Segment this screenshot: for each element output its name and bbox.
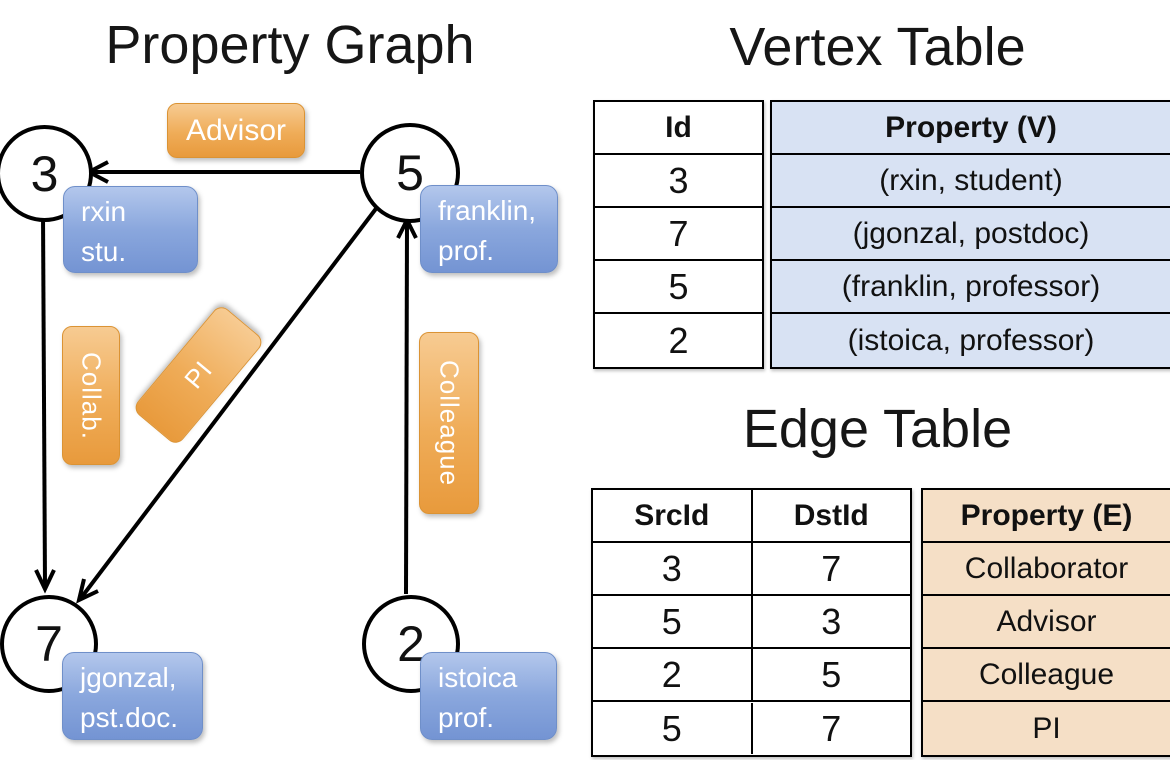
edge-colleague-line	[404, 222, 409, 595]
vertex-label-line2: prof.	[438, 234, 495, 266]
table-row: (rxin, student)	[772, 155, 1170, 208]
property-graph-title: Property Graph	[105, 15, 475, 75]
node-id-label: 5	[396, 145, 424, 201]
vertex-label-franklin: franklin, prof.	[420, 185, 558, 273]
vertex-label-line1: franklin,	[438, 195, 537, 226]
edge-table-header-srcid: SrcId	[593, 490, 753, 541]
edge-dst-cell: 3	[821, 601, 842, 642]
vertex-label-line1: istoica	[438, 662, 518, 693]
vertex-table-id-column: Id 3 7 5 2	[593, 100, 764, 369]
node-id-label: 3	[30, 145, 59, 202]
edge-pi-line	[79, 204, 380, 600]
vertex-label-line1: rxin	[81, 196, 127, 227]
edge-src-cell: 3	[593, 543, 753, 594]
table-row: 2 5	[593, 649, 910, 702]
graph-node-5: 5	[360, 123, 460, 223]
table-row: 7	[595, 208, 762, 261]
vertex-label-jgonzal: jgonzal, pst.doc.	[62, 652, 203, 740]
table-row: Collaborator	[923, 543, 1170, 596]
edge-property-cell: Collaborator	[964, 552, 1129, 585]
table-row: 3 7	[593, 543, 910, 596]
vertex-property-cell: (rxin, student)	[879, 164, 1063, 197]
edge-table-title: Edge Table	[742, 399, 1013, 459]
vertex-id-cell: 5	[668, 266, 689, 307]
table-row: 2	[595, 314, 762, 367]
vertex-label-line2: stu.	[81, 235, 127, 267]
edge-pi-arrowhead	[76, 578, 99, 604]
edge-property-cell: Colleague	[978, 658, 1115, 691]
table-row: 3	[595, 155, 762, 208]
vertex-property-cell: (istoica, professor)	[847, 324, 1095, 357]
table-row: PI	[923, 702, 1170, 755]
table-row: 5	[595, 261, 762, 314]
table-row: Advisor	[923, 596, 1170, 649]
edge-label-collab: Collab.	[62, 326, 120, 465]
edge-label-text: Colleague	[434, 359, 465, 487]
edge-dst-cell: 7	[821, 548, 842, 589]
edge-table-id-columns: SrcId DstId 3 7 5 3 2 5 5 7	[591, 488, 912, 757]
edge-property-cell: Advisor	[996, 605, 1097, 638]
vertex-label-line2: prof.	[438, 701, 495, 733]
table-row: 5 7	[593, 702, 910, 755]
edge-label-text: PI	[178, 354, 219, 395]
vertex-table-header-row: Property (V)	[772, 102, 1170, 155]
vertex-id-cell: 2	[668, 320, 689, 361]
vertex-label-line2: pst.doc.	[80, 701, 179, 733]
graph-node-7: 7	[0, 595, 98, 693]
vertex-table-header-id: Id	[665, 111, 692, 144]
edge-src-cell: 2	[593, 649, 753, 700]
node-id-label: 7	[35, 616, 63, 672]
vertex-label-line1: jgonzal,	[80, 662, 177, 693]
edge-src-cell: 5	[593, 703, 753, 754]
graph-edges-svg	[34, 160, 418, 604]
vertex-id-cell: 3	[668, 160, 689, 201]
vertex-table-property-column: Property (V) (rxin, student) (jgonzal, p…	[770, 100, 1170, 369]
table-row: 5 3	[593, 596, 910, 649]
edge-table-header-property: Property (E)	[960, 499, 1133, 532]
edge-collab-line	[41, 212, 47, 587]
edge-table-header-row: SrcId DstId	[593, 490, 910, 543]
edge-src-cell: 5	[593, 596, 753, 647]
vertex-table-header-property: Property (V)	[885, 111, 1057, 144]
edge-dst-cell: 5	[821, 654, 842, 695]
edge-dst-cell: 7	[821, 708, 842, 749]
vertex-label-rxin: rxin stu.	[63, 186, 198, 273]
vertex-label-istoica: istoica prof.	[420, 652, 557, 740]
table-row: (istoica, professor)	[772, 314, 1170, 367]
table-row: Colleague	[923, 649, 1170, 702]
table-row: (franklin, professor)	[772, 261, 1170, 314]
vertex-property-cell: (franklin, professor)	[841, 270, 1101, 303]
edge-label-text: Collab.	[76, 351, 107, 440]
edge-table-header-dstid: DstId	[793, 499, 869, 532]
table-row: (jgonzal, postdoc)	[772, 208, 1170, 261]
edge-table-property-column: Property (E) Collaborator Advisor Collea…	[921, 488, 1170, 757]
vertex-table-title: Vertex Table	[729, 17, 1026, 77]
vertex-id-cell: 7	[668, 213, 689, 254]
edge-property-cell: PI	[1032, 712, 1061, 745]
edge-label-advisor: Advisor	[167, 103, 305, 158]
vertex-property-cell: (jgonzal, postdoc)	[852, 217, 1090, 250]
edge-table-header-row: Property (E)	[923, 490, 1170, 543]
edge-label-text: Advisor	[185, 113, 287, 147]
vertex-table-header-row: Id	[595, 102, 762, 155]
edge-label-colleague: Colleague	[419, 332, 479, 514]
edge-collab-arrowhead	[34, 569, 56, 594]
